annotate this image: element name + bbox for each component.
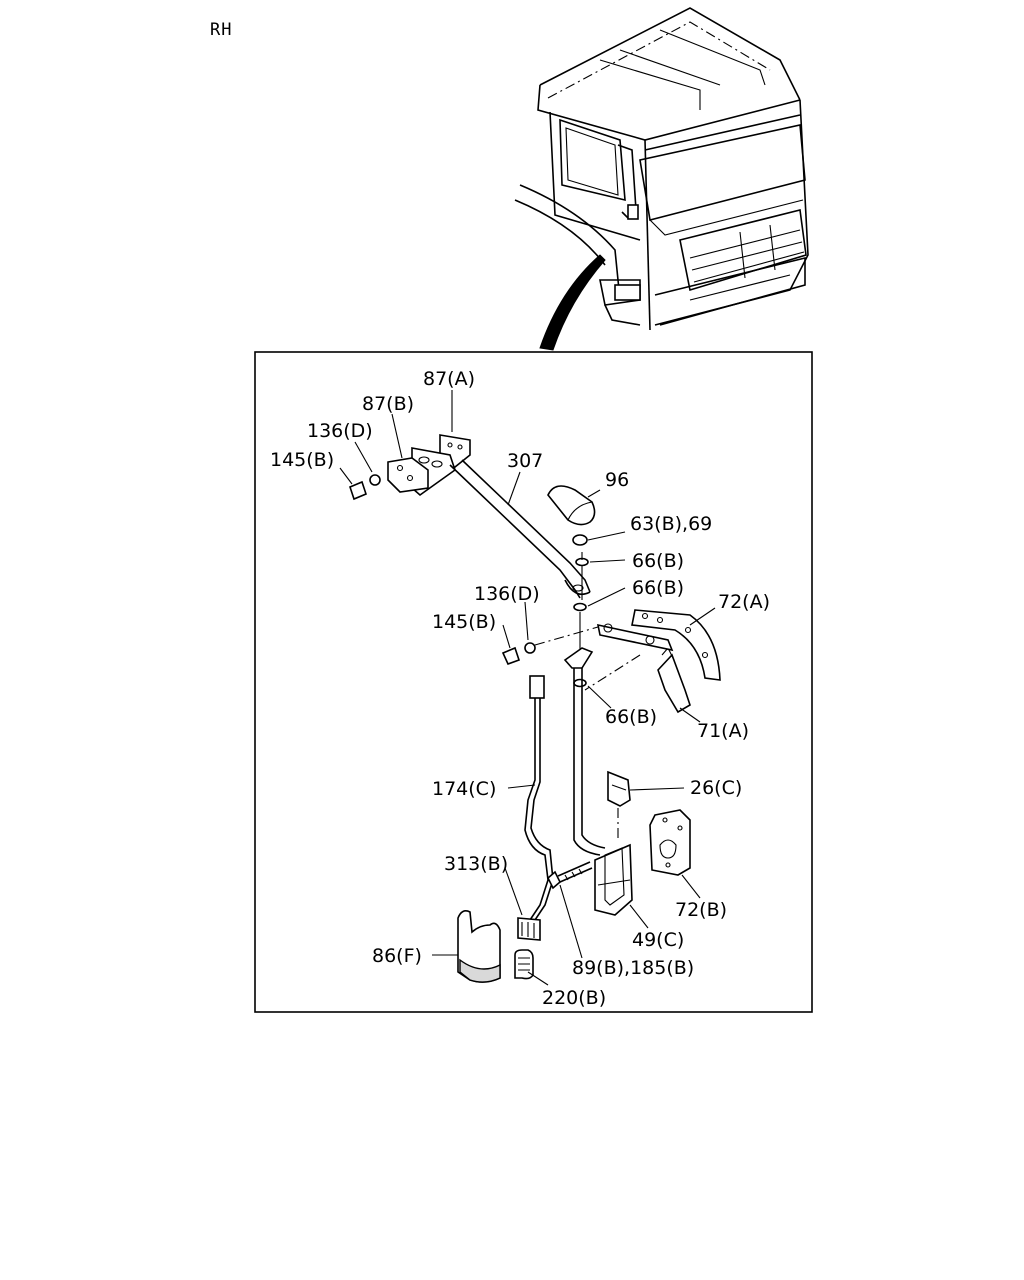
callout-96: 96: [605, 469, 629, 491]
callout-89b-185b: 89(B),185(B): [572, 957, 694, 979]
callout-labels: 87(A) 87(B) 136(D) 145(B) 307 96 63(B),6…: [270, 368, 770, 1009]
side-indicator-label: RH: [210, 20, 233, 40]
callout-145b-top: 145(B): [270, 449, 334, 471]
callout-71a: 71(A): [697, 720, 749, 742]
callout-66b-3: 66(B): [605, 706, 657, 728]
callout-49c: 49(C): [632, 929, 684, 951]
callout-63b-69: 63(B),69: [630, 513, 712, 535]
callout-72a: 72(A): [718, 591, 770, 613]
mirror-stay-assembly: [349, 434, 721, 983]
callout-220b: 220(B): [542, 987, 606, 1009]
callout-87a: 87(A): [423, 368, 475, 390]
callout-86f: 86(F): [372, 945, 422, 967]
callout-72b: 72(B): [675, 899, 727, 921]
callout-87b: 87(B): [362, 393, 414, 415]
callout-313b: 313(B): [444, 853, 508, 875]
callout-174c: 174(C): [432, 778, 496, 800]
truck-cab-overview: [514, 7, 809, 351]
callout-66b-1: 66(B): [632, 550, 684, 572]
callout-26c: 26(C): [690, 777, 742, 799]
callout-145b-mid: 145(B): [432, 611, 496, 633]
callout-66b-2: 66(B): [632, 577, 684, 599]
callout-307: 307: [507, 450, 543, 472]
leader-lines: [339, 390, 716, 986]
callout-136d-mid: 136(D): [474, 583, 540, 605]
detail-frame: [254, 351, 813, 1013]
callout-136d-top: 136(D): [307, 420, 373, 442]
